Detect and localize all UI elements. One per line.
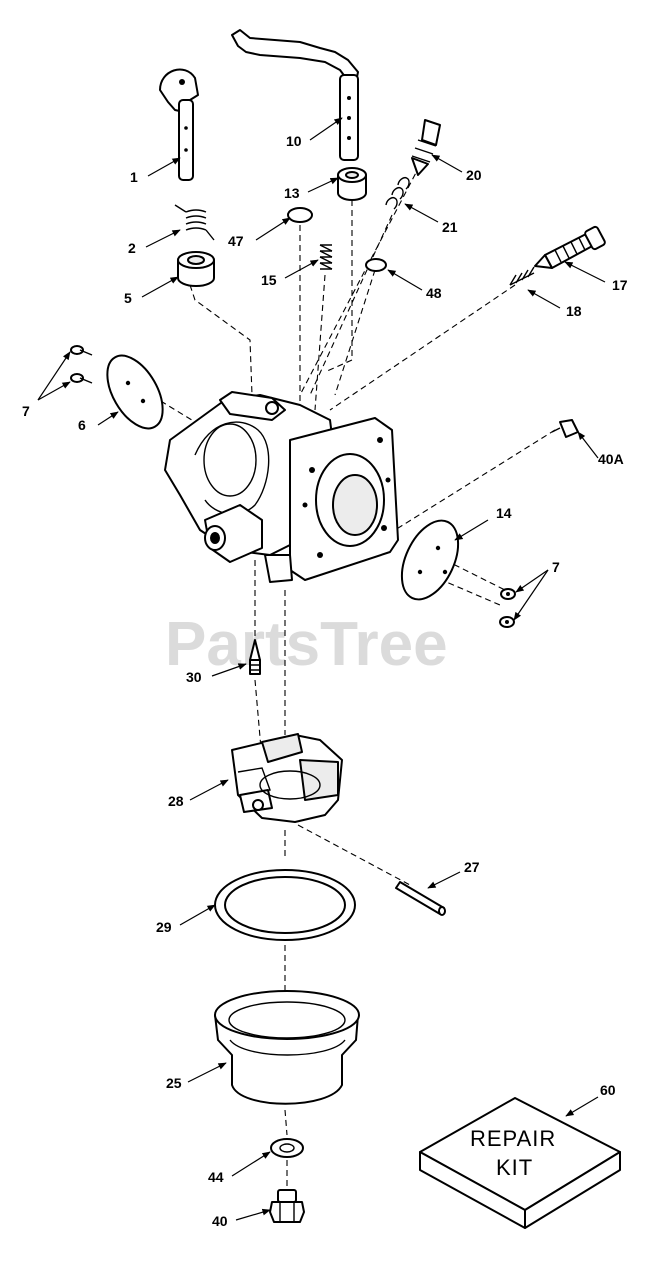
leader-lines [37, 117, 606, 1221]
callout-30: 30 [186, 669, 202, 685]
part-14-choke-plate [400, 519, 460, 601]
callout-60: 60 [600, 1082, 616, 1098]
callout-1: 1 [130, 169, 138, 185]
part-28-float [231, 733, 343, 823]
part-15-spring [319, 244, 333, 270]
callout-18: 18 [566, 303, 582, 319]
callout-25: 25 [166, 1075, 182, 1091]
repair-kit-label-line2: KIT [496, 1155, 533, 1180]
callout-13: 13 [284, 185, 300, 201]
callout-labels: 1 2 5 6 7 7 10 13 14 15 17 18 20 21 25 2… [22, 133, 628, 1229]
part-40-drain-screw [269, 1189, 305, 1223]
callout-20: 20 [466, 167, 482, 183]
callout-40a: 40A [598, 451, 624, 467]
part-21-spring [385, 177, 410, 210]
callout-21: 21 [442, 219, 458, 235]
callout-5: 5 [124, 290, 132, 306]
part-48-welch-plug [365, 258, 387, 272]
part-27-float-pin [395, 881, 446, 916]
part-2-spring [174, 204, 215, 241]
part-6-throttle-plate [106, 354, 164, 430]
callout-2: 2 [128, 240, 136, 256]
callout-44: 44 [208, 1169, 224, 1185]
callout-27: 27 [464, 859, 480, 875]
callout-47: 47 [228, 233, 244, 249]
part-25-float-bowl [214, 990, 360, 1105]
carburetor-body [164, 391, 399, 583]
callout-17: 17 [612, 277, 628, 293]
callout-14: 14 [496, 505, 512, 521]
callout-6: 6 [78, 417, 86, 433]
callout-48: 48 [426, 285, 442, 301]
part-1-throttle-shaft [159, 68, 199, 181]
callout-15: 15 [261, 272, 277, 288]
part-18-spring [509, 266, 535, 286]
callout-28: 28 [168, 793, 184, 809]
callout-10: 10 [286, 133, 302, 149]
part-29-bowl-gasket [214, 869, 356, 941]
part-10-choke-shaft [231, 29, 359, 161]
part-13-bushing [337, 167, 367, 201]
callout-29: 29 [156, 919, 172, 935]
part-60-repair-kit: REPAIR KIT [419, 1097, 621, 1229]
callout-7-right: 7 [552, 559, 560, 575]
assembly-lines [117, 164, 556, 1190]
part-17-idle-screw [534, 225, 606, 269]
part-7-screws-left [70, 345, 93, 384]
part-40a-plug [551, 419, 579, 438]
watermark-text: PartsTree [165, 610, 448, 679]
callout-40: 40 [212, 1213, 228, 1229]
part-47-welch-plug [287, 207, 313, 223]
part-5-bushing [177, 251, 215, 287]
repair-kit-label-line1: REPAIR [470, 1126, 556, 1151]
part-7-screws-right [499, 588, 516, 628]
part-44-washer [270, 1138, 304, 1158]
callout-7-left: 7 [22, 403, 30, 419]
part-20-mixture-needle [411, 119, 441, 176]
part-30-inlet-needle [249, 639, 261, 675]
